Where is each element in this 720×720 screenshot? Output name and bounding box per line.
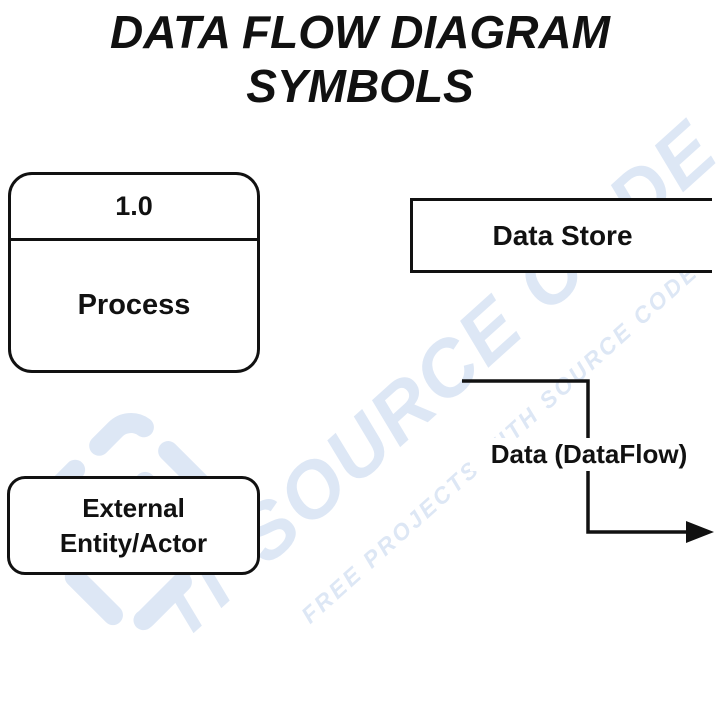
process-node: 1.0 Process [8,172,260,373]
external-entity-label: External Entity/Actor [59,493,208,558]
data-store-node: Data Store [410,198,712,273]
page-title-line2: SYMBOLS [246,59,474,112]
page-title-line1: DATA FLOW DIAGRAM [110,6,610,58]
external-entity-node: External Entity/Actor [7,476,260,575]
process-number: 1.0 [11,175,257,241]
page-title: DATA FLOW DIAGRAM SYMBOLS [0,6,720,114]
data-store-label: Data Store [492,219,633,251]
arrowhead-icon [686,521,714,543]
data-flow-label: Data (DataFlow) [470,438,708,471]
process-label: Process [77,289,191,321]
